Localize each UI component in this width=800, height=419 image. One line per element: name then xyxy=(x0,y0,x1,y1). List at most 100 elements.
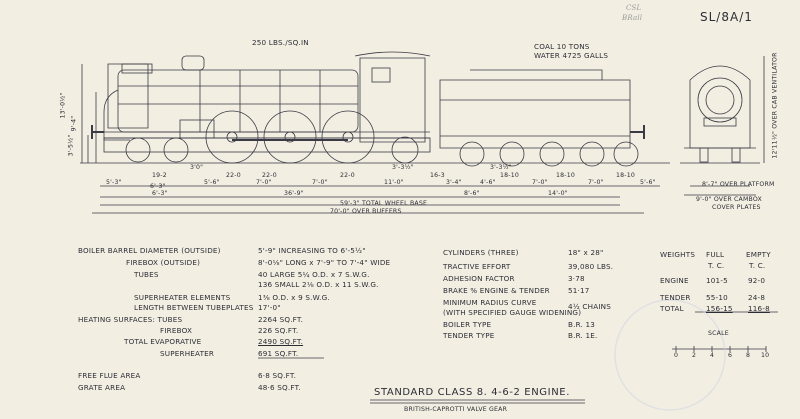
boiler-pressure: 250 LBS./SQ.IN xyxy=(252,38,309,47)
weights-row-name: TENDER xyxy=(660,293,691,302)
spacing3-c: 14'-0" xyxy=(548,190,568,197)
wheel-dia-tender: 3'-3½" xyxy=(490,164,512,171)
tender-coal-bunker xyxy=(470,69,603,80)
height-platform: 3'-5½" xyxy=(67,134,75,157)
trailing-wheel xyxy=(391,136,419,164)
spec-label: TRACTIVE EFFORT xyxy=(443,262,511,271)
spec-value: 17'-0" xyxy=(258,303,281,312)
spec-label: GRATE AREA xyxy=(78,383,126,392)
smokebox-front xyxy=(103,89,130,141)
faint-stamp xyxy=(614,299,726,411)
spacing2-d: 7'-0" xyxy=(256,179,272,186)
weights-row-full: 55-10 xyxy=(706,293,728,302)
spacing1-g: 18-10 xyxy=(500,172,519,179)
height-overall: 13'-0½" xyxy=(59,92,67,119)
spacing2-a: 5'-3" xyxy=(106,179,122,186)
scale-label: SCALE xyxy=(708,330,729,337)
spacing2-k: 5'-6" xyxy=(640,179,656,186)
platform-width-label: 8'-7" OVER PLATFORM xyxy=(702,181,775,188)
scale-tick: 8 xyxy=(746,352,751,359)
scale-tick: 4 xyxy=(710,352,715,359)
pencil-note-2: BRall xyxy=(622,14,643,22)
weights-col-full: FULL xyxy=(706,250,725,259)
height-boiler: 9'-4" xyxy=(70,115,78,132)
spec-label: SUPERHEATER xyxy=(160,349,215,358)
spacing2-b: 6'-3" xyxy=(150,183,166,190)
tender-wheel-1 xyxy=(459,141,485,167)
spec-value: 51·17 xyxy=(568,286,590,295)
spec-value: 8'-0⅛" LONG x 7'-9" TO 7'-4" WIDE xyxy=(258,258,391,267)
spec-label: TENDER TYPE xyxy=(443,331,495,340)
spec-label: SUPERHEATER ELEMENTS xyxy=(134,293,231,302)
weights-unit-empty: T. C. xyxy=(749,261,766,270)
spec-value: B.R. 1E. xyxy=(568,331,598,340)
spec-value: 6·8 SQ.FT. xyxy=(258,371,297,380)
bogie-wheel-2 xyxy=(163,137,189,163)
spec-value: 5'-9" INCREASING TO 6'-5½" xyxy=(258,246,366,255)
scale-tick: 6 xyxy=(728,352,733,359)
total-wheelbase: 59'-3" TOTAL WHEEL BASE xyxy=(340,200,428,207)
spacing1-h: 18-10 xyxy=(556,172,575,179)
spacing2-i: 7'-0" xyxy=(532,179,548,186)
spec-value: 226 SQ.FT. xyxy=(258,326,299,335)
end-view-smokebox xyxy=(697,77,743,123)
cab-roof xyxy=(354,51,431,57)
spacing1-b: 22-0 xyxy=(226,172,241,179)
spec-label: ADHESION FACTOR xyxy=(443,274,515,283)
scale-tick: 2 xyxy=(692,352,697,359)
spec-label: MINIMUM RADIUS CURVE xyxy=(443,298,537,307)
dome xyxy=(181,55,205,71)
spec-label: HEATING SURFACES: TUBES xyxy=(78,315,183,324)
spacing2-f: 11'-0" xyxy=(384,179,404,186)
wheel-dia-trailing: 3'-3½" xyxy=(392,164,414,171)
smoke-deflector xyxy=(107,63,149,129)
spacing1-f: 16-3 xyxy=(430,172,445,179)
spec-label: FREE FLUE AREA xyxy=(78,371,141,380)
cab-window xyxy=(371,67,391,83)
spec-value: 136 SMALL 2⅛ O.D. x 11 S.W.G. xyxy=(258,280,379,289)
spacing1-a: 19-2 xyxy=(152,172,167,179)
spec-value: 39,080 LBS. xyxy=(568,262,614,271)
spec-value: 2264 SQ.FT. xyxy=(258,315,304,324)
spec-label: LENGTH BETWEEN TUBEPLATES xyxy=(134,303,254,312)
tender-wheel-2 xyxy=(499,141,525,167)
weights-row-empty: 92-0 xyxy=(748,276,766,285)
spec-value: 18" x 28" xyxy=(568,248,604,257)
spacing3-b: 8'-6" xyxy=(464,190,480,197)
weights-row-full: 156-15 xyxy=(706,304,733,313)
driving-wheel-2 xyxy=(263,110,317,164)
end-view-outline xyxy=(689,65,751,149)
spacing1-c: 22-0 xyxy=(262,172,277,179)
spec-label: CYLINDERS (THREE) xyxy=(443,248,519,257)
spacing2-g: 3'-4" xyxy=(446,179,462,186)
scale-tick: 10 xyxy=(761,352,770,359)
driving-wheel-3 xyxy=(321,110,375,164)
tender-wheel-4 xyxy=(579,141,605,167)
cab xyxy=(359,57,426,143)
driving-wheel-1 xyxy=(205,110,259,164)
wheel-dia-bogie: 3'0" xyxy=(190,164,204,171)
spec-value: 3·78 xyxy=(568,274,585,283)
spec-value: 2490 SQ.FT. xyxy=(258,337,304,346)
chimney xyxy=(121,63,153,74)
water-capacity: WATER 4725 GALLS xyxy=(534,51,609,60)
spec-label: BRAKE % ENGINE & TENDER xyxy=(443,286,550,295)
weights-row-name: ENGINE xyxy=(660,276,689,285)
drawing-reference: SL/8A/1 xyxy=(700,10,753,24)
weights-unit-full: T. C. xyxy=(708,261,725,270)
tender-wheel-5 xyxy=(613,141,639,167)
spacing2-h: 4'-6" xyxy=(480,179,496,186)
weights-row-empty: 24-8 xyxy=(748,293,766,302)
spec-label: BOILER BARREL DIAMETER (OUTSIDE) xyxy=(78,246,221,255)
bogie-wheel-1 xyxy=(125,137,151,163)
cylinder xyxy=(179,119,215,139)
spec-label: TUBES xyxy=(134,270,159,279)
spacing2-e: 7'-0" xyxy=(312,179,328,186)
spacing3-a: 6'-3" xyxy=(152,190,168,197)
spec-value: 40 LARGE 5¼ O.D. x 7 S.W.G. xyxy=(258,270,370,279)
tender-wheel-3 xyxy=(539,141,565,167)
spec-label: TOTAL EVAPORATIVE xyxy=(124,337,202,346)
weights-row-full: 101-5 xyxy=(706,276,728,285)
